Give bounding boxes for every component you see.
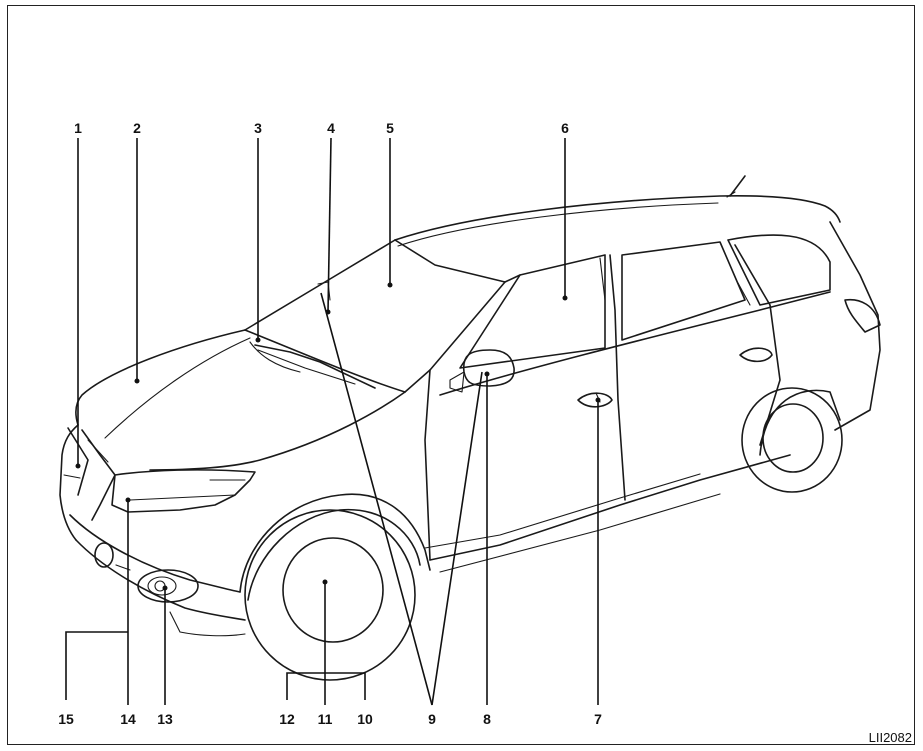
callout-13: 13 <box>157 711 173 727</box>
callout-14: 14 <box>120 711 136 727</box>
callout-5: 5 <box>386 120 394 136</box>
callout-7: 7 <box>594 711 602 727</box>
diagram-frame <box>7 5 915 745</box>
callout-15: 15 <box>58 711 74 727</box>
callout-12: 12 <box>279 711 295 727</box>
callout-6: 6 <box>561 120 569 136</box>
callout-4: 4 <box>327 120 335 136</box>
callout-labels: 1 2 3 4 5 6 7 8 9 10 11 12 13 14 15 <box>58 120 602 727</box>
callout-10: 10 <box>357 711 373 727</box>
callout-9: 9 <box>428 711 436 727</box>
callout-3: 3 <box>254 120 262 136</box>
vehicle-illustration <box>59 175 881 681</box>
callout-8: 8 <box>483 711 491 727</box>
callout-11: 11 <box>318 711 333 727</box>
figure-id: LII2082 <box>869 730 912 745</box>
leader-lines <box>65 137 601 706</box>
callout-1: 1 <box>74 120 82 136</box>
callout-2: 2 <box>133 120 141 136</box>
